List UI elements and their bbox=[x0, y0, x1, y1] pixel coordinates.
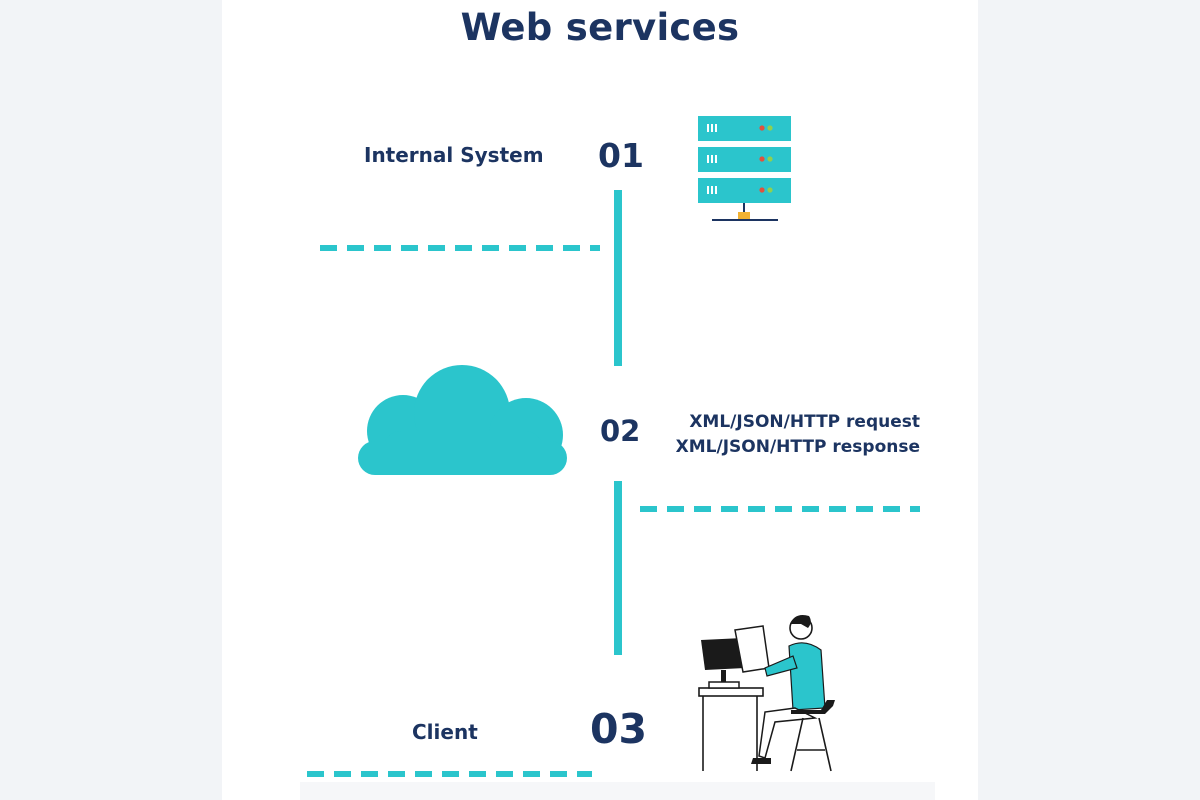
dashed-line-3 bbox=[307, 771, 592, 777]
step-3-label: Client bbox=[412, 720, 478, 744]
connector-line-1 bbox=[614, 190, 622, 366]
step-2-number: 02 bbox=[600, 414, 641, 448]
diagram-panel bbox=[222, 0, 978, 800]
diagram-title: Web services bbox=[460, 6, 740, 49]
bottom-strip bbox=[300, 782, 935, 800]
connector-line-2 bbox=[614, 481, 622, 655]
response-label: XML/JSON/HTTP response bbox=[675, 437, 920, 457]
cloud-icon bbox=[358, 365, 567, 475]
person-at-computer-icon bbox=[698, 615, 835, 772]
dashed-line-2 bbox=[640, 506, 920, 512]
server-icon bbox=[698, 116, 791, 221]
dashed-line-1 bbox=[320, 245, 600, 251]
step-1-label: Internal System bbox=[364, 143, 544, 167]
request-label: XML/JSON/HTTP request bbox=[689, 412, 920, 432]
step-3-number: 03 bbox=[590, 705, 648, 753]
step-1-number: 01 bbox=[598, 136, 644, 175]
